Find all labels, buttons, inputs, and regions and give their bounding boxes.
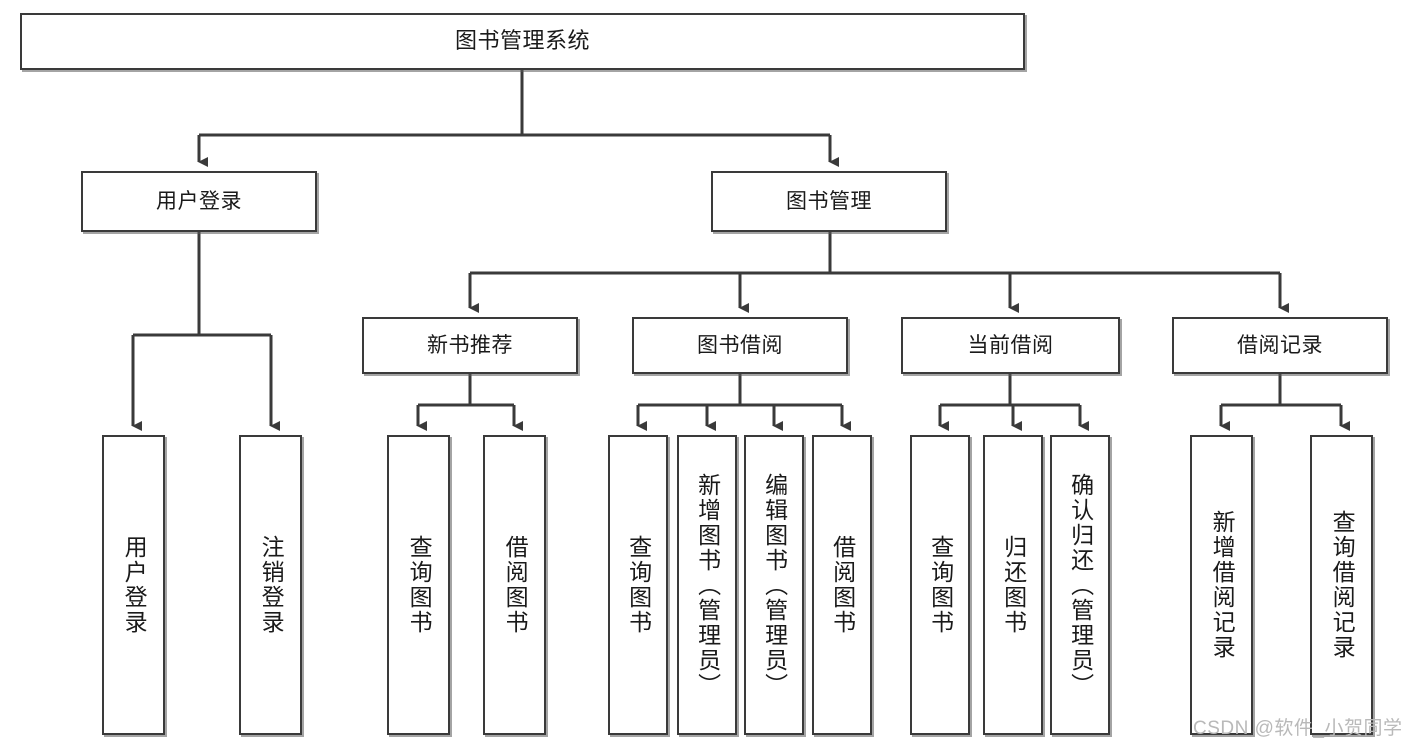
node-current-borrow-label: 当前借阅 — [967, 333, 1054, 357]
node-borrow-record[interactable]: 借阅记录 — [1172, 317, 1388, 374]
leaf-query-book-1-label: 查询图书 — [406, 535, 433, 635]
watermark: CSDN @软件_小贺同学 — [1193, 718, 1403, 739]
leaf-query-book-2[interactable]: 查询图书 — [608, 435, 668, 735]
node-book-borrow[interactable]: 图书借阅 — [632, 317, 848, 374]
node-new-book-recommend-label: 新书推荐 — [427, 333, 513, 357]
leaf-borrow-book-2-label: 借阅图书 — [829, 535, 856, 635]
leaf-borrow-book-2[interactable]: 借阅图书 — [812, 435, 872, 735]
leaf-query-borrow-record[interactable]: 查询借阅记录 — [1310, 435, 1373, 735]
leaf-user-login[interactable]: 用户登录 — [102, 435, 165, 735]
leaf-edit-book-label: 编辑图书（管理员） — [761, 472, 788, 698]
leaf-confirm-return[interactable]: 确认归还（管理员） — [1050, 435, 1110, 735]
leaf-query-book-1[interactable]: 查询图书 — [387, 435, 450, 735]
leaf-query-borrow-record-label: 查询借阅记录 — [1329, 510, 1356, 660]
leaf-add-book-label: 新增图书（管理员） — [694, 472, 721, 698]
leaf-user-logout[interactable]: 注销登录 — [239, 435, 302, 735]
node-new-book-recommend[interactable]: 新书推荐 — [362, 317, 578, 374]
leaf-query-book-3-label: 查询图书 — [927, 535, 954, 635]
leaf-confirm-return-label: 确认归还（管理员） — [1067, 472, 1094, 698]
leaf-add-borrow-record-label: 新增借阅记录 — [1209, 510, 1236, 660]
leaf-user-login-label: 用户登录 — [121, 535, 148, 635]
leaf-return-book-label: 归还图书 — [1000, 535, 1027, 635]
leaf-edit-book[interactable]: 编辑图书（管理员） — [744, 435, 804, 735]
leaf-query-book-2-label: 查询图书 — [625, 535, 652, 635]
leaf-user-logout-label: 注销登录 — [258, 535, 285, 635]
leaf-return-book[interactable]: 归还图书 — [983, 435, 1043, 735]
node-book-management[interactable]: 图书管理 — [711, 171, 947, 232]
leaf-query-book-3[interactable]: 查询图书 — [910, 435, 970, 735]
node-root[interactable]: 图书管理系统 — [20, 13, 1025, 70]
node-borrow-record-label: 借阅记录 — [1237, 333, 1323, 357]
node-book-management-label: 图书管理 — [786, 189, 872, 213]
leaf-borrow-book-1-label: 借阅图书 — [502, 535, 529, 635]
node-user-login[interactable]: 用户登录 — [81, 171, 317, 232]
node-root-label: 图书管理系统 — [454, 28, 590, 54]
node-user-login-label: 用户登录 — [156, 189, 242, 213]
leaf-add-borrow-record[interactable]: 新增借阅记录 — [1190, 435, 1253, 735]
node-book-borrow-label: 图书借阅 — [697, 333, 783, 357]
node-current-borrow[interactable]: 当前借阅 — [901, 317, 1120, 374]
leaf-add-book[interactable]: 新增图书（管理员） — [677, 435, 737, 735]
leaf-borrow-book-1[interactable]: 借阅图书 — [483, 435, 546, 735]
